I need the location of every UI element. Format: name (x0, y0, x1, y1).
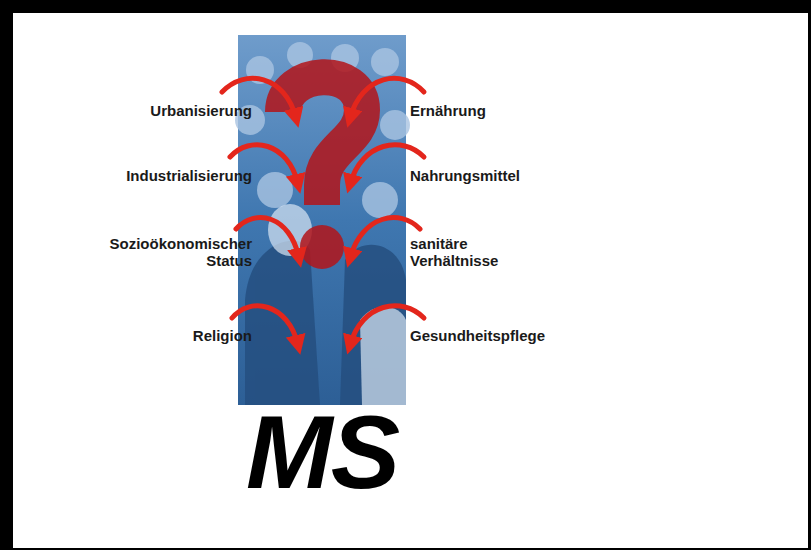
factor-label: Urbanisierung (52, 102, 252, 119)
factor-label: Sozioökonomischer Status (92, 235, 252, 269)
frame-bar (0, 0, 13, 550)
factor-label: sanitäre Verhältnisse (410, 235, 520, 269)
factor-label: Religion (52, 327, 252, 344)
frame-bar (0, 0, 811, 13)
factor-label: Nahrungsmittel (410, 167, 610, 184)
factor-label: Industrialisierung (52, 167, 252, 184)
arrows (222, 78, 424, 345)
factor-label: Gesundheitspflege (410, 327, 610, 344)
factor-label: Ernährung (410, 102, 610, 119)
frame-line (808, 0, 811, 550)
main-heading: MS (246, 400, 398, 504)
frame-line (0, 548, 811, 550)
